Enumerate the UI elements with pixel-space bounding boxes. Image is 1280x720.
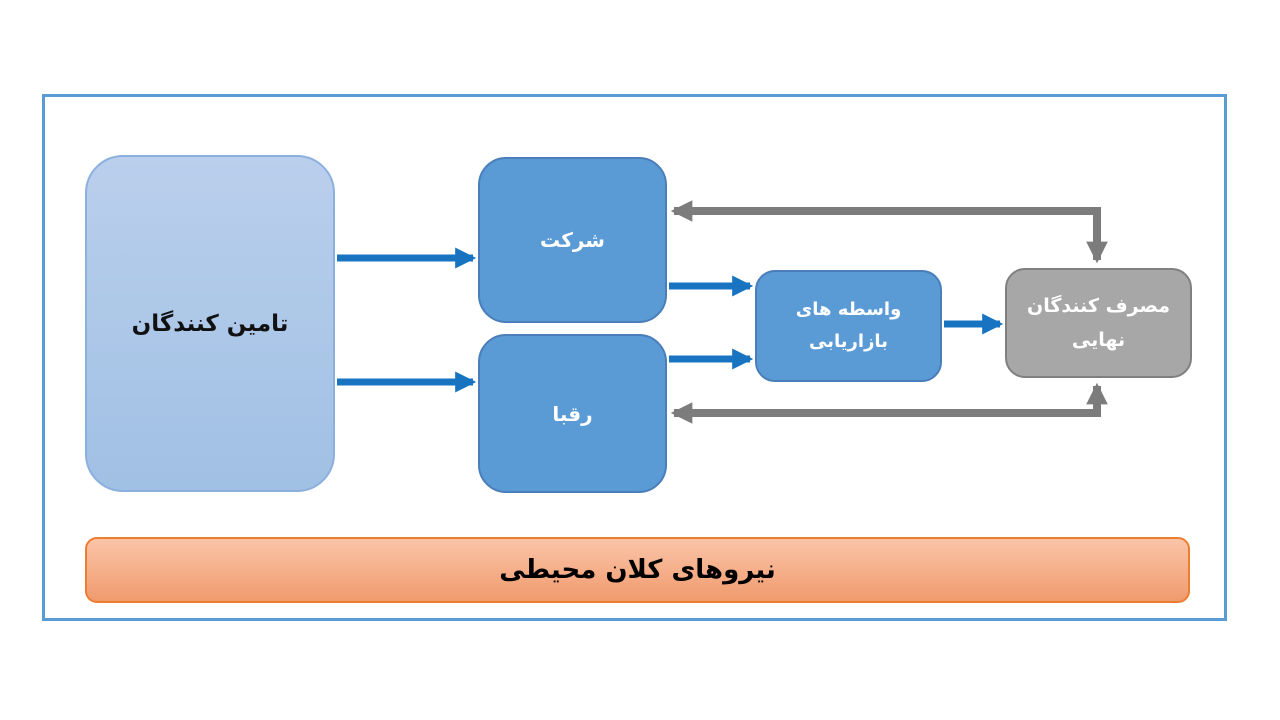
node-competitors: رقبا — [478, 334, 667, 493]
node-competitors-label: رقبا — [552, 401, 593, 426]
node-environment: نیروهای کلان محیطی — [85, 537, 1190, 603]
node-company-label: شرکت — [540, 228, 605, 252]
node-intermediaries-label: واسطه های بازاریابی — [795, 298, 902, 352]
node-suppliers-label: تامین کنندگان — [131, 310, 289, 337]
diagram-frame — [42, 94, 1227, 621]
node-suppliers: تامین کنندگان — [85, 155, 335, 492]
node-environment-label: نیروهای کلان محیطی — [499, 555, 776, 585]
node-consumers: مصرف کنندگان نهایی — [1005, 268, 1192, 378]
node-company: شرکت — [478, 157, 667, 323]
node-intermediaries: واسطه های بازاریابی — [755, 270, 942, 382]
node-consumers-label: مصرف کنندگان نهایی — [1027, 294, 1170, 351]
